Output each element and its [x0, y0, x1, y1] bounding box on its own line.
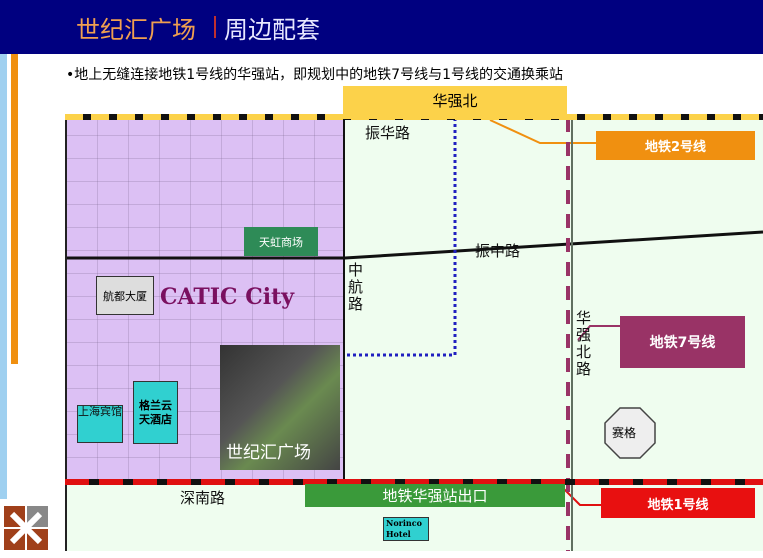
line7-connector: [577, 325, 620, 341]
line7-track: [566, 118, 570, 551]
accent-strip-orange: [11, 54, 18, 364]
page-subtitle: 周边配套: [224, 16, 320, 44]
saige-octagon: [604, 407, 656, 459]
century-plaza-label: 世纪汇广场: [226, 443, 311, 463]
line1-track: [65, 479, 763, 485]
huaqiangbei-road-line: [571, 118, 573, 551]
tianhong-mall: 天虹商场: [244, 227, 318, 256]
shanghai-hotel: 上海宾馆: [77, 405, 123, 443]
catic-city-label: CATIC City: [160, 284, 295, 310]
line2-connector: [489, 119, 596, 144]
grand-skylight-hotel: 格兰云天酒店: [133, 381, 178, 444]
logo-icon: [4, 506, 48, 550]
planned-line-dotted: [345, 118, 457, 357]
road-zhonghang: 中航路: [348, 261, 364, 313]
line1-label: 地铁1号线: [601, 488, 755, 518]
road-zhenhua: 振华路: [365, 124, 411, 142]
road-shennan: 深南路: [180, 489, 226, 507]
road-huaqiangbei: 华强北路: [576, 309, 592, 378]
header-bar: [0, 0, 763, 54]
zhonghang-road-line: [343, 117, 345, 482]
line2-label: 地铁2号线: [596, 131, 755, 160]
bullet-text: •地上无缝连接地铁1号线的华强站，即规划中的地铁7号线与1号线的交通换乘站: [66, 67, 563, 83]
zhenzhong-road-line: [67, 230, 763, 260]
hangdu-building: 航都大厦: [96, 276, 154, 315]
title-divider: [214, 16, 216, 38]
accent-strip-blue: [0, 54, 7, 499]
century-plaza-photo: [220, 345, 340, 470]
road-zhenzhong: 振中路: [475, 242, 521, 260]
page-title: 世纪汇广场: [76, 16, 196, 44]
line7-label: 地铁7号线: [620, 316, 745, 368]
norinco-hotel: Norinco Hotel: [383, 517, 429, 541]
saige-label: 赛格: [612, 426, 637, 440]
huaqiang-station-exit: 地铁华强站出口: [305, 484, 565, 507]
huaqiangbei-label: 华强北: [343, 86, 567, 119]
